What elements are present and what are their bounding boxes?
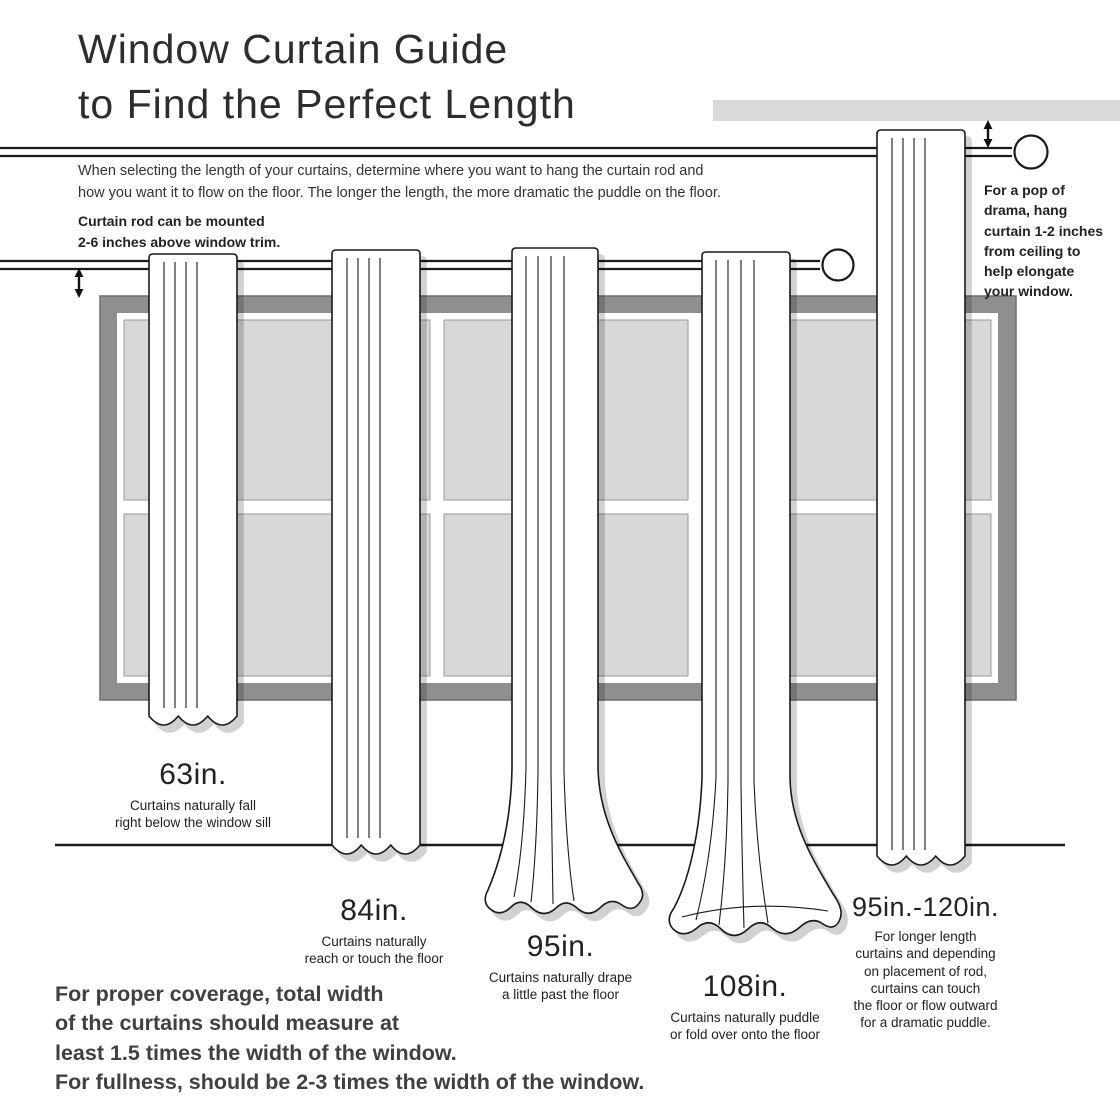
ceiling-drama-note: For a pop of drama, hang curtain 1-2 inc… (984, 182, 1104, 300)
curtain-fold-lines (513, 256, 575, 905)
curtain-caption-108in: Curtains naturally puddle or fold over o… (669, 1010, 821, 1043)
label-95in: 95in. Curtains naturally drape a little … (468, 930, 653, 1004)
curtain-panel-95-120in (876, 129, 966, 866)
curtain-panel-95in (484, 247, 644, 915)
rod-finial-icon (821, 248, 855, 282)
curtain-size-95-120in: 95in.-120in. (851, 892, 1000, 922)
label-108in: 108in. Curtains naturally puddle or fold… (650, 970, 840, 1044)
curtain-caption-63in: Curtains naturally fall right below the … (114, 798, 272, 831)
width-guideline-note: For proper coverage, total width of the … (55, 982, 645, 1095)
curtain-caption-95-120in: For longer length curtains and depending… (853, 929, 998, 1031)
ceiling-gap-arrow-icon (983, 120, 993, 148)
intro-text: When selecting the length of your curtai… (78, 163, 721, 201)
curtain-fold-lines (681, 260, 829, 929)
curtain-size-108in: 108in. (702, 970, 788, 1003)
curtain-size-95in: 95in. (526, 930, 595, 963)
curtain-size-84in: 84in. (340, 894, 408, 927)
label-95-120in: 95in.-120in. For longer length curtains … (828, 892, 1023, 1032)
curtain-panel-84in (331, 249, 421, 855)
page-title: Window Curtain Guide to Find the Perfect… (78, 26, 576, 128)
curtain-panel-108in (668, 251, 842, 937)
rod-mount-note: Curtain rod can be mounted 2-6 inches ab… (78, 213, 281, 250)
curtain-fold-lines (346, 258, 381, 838)
curtain-caption-84in: Curtains naturally reach or touch the fl… (304, 934, 444, 967)
label-84in: 84in. Curtains naturally reach or touch … (284, 894, 464, 968)
ceiling-curtain-rod (0, 134, 1049, 170)
label-63in: 63in. Curtains naturally fall right belo… (103, 758, 283, 832)
ceiling-bar (713, 100, 1120, 121)
curtain-size-63in: 63in. (159, 758, 227, 791)
curtain-panel-63in (148, 253, 238, 726)
curtain-fold-lines (891, 138, 926, 850)
curtain-fold-lines (163, 262, 198, 708)
rod-finial-icon (1013, 134, 1049, 170)
curtain-caption-95in: Curtains naturally drape a little past t… (488, 970, 633, 1003)
rod-height-arrow-icon (74, 268, 84, 298)
